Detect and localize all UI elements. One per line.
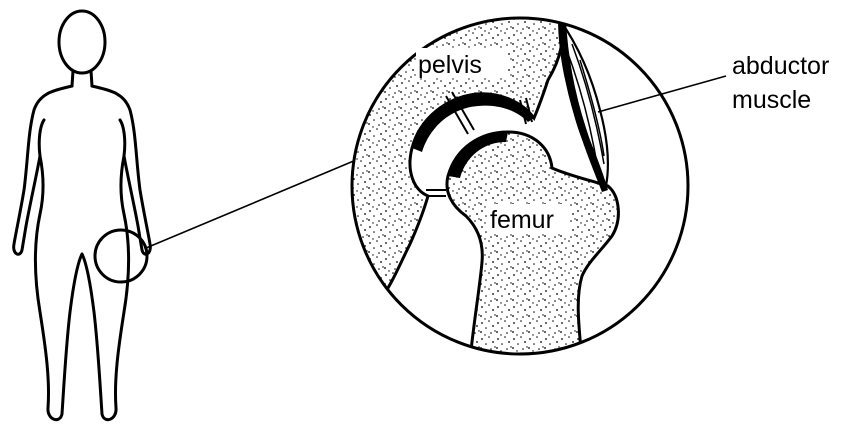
hip-magnifier-circle [95,230,147,282]
figure-arm-lines [39,120,125,156]
figure-body [14,86,151,420]
figure-head [59,11,105,73]
hip-joint-zoom: pelvis femur [340,10,690,360]
human-figure [14,11,151,420]
label-femur: femur [490,206,554,234]
label-abductor-line2: muscle [732,86,811,114]
label-pelvis: pelvis [418,51,482,79]
label-abductor-line1: abductor [732,52,829,80]
zoom-connector-line [146,160,356,248]
